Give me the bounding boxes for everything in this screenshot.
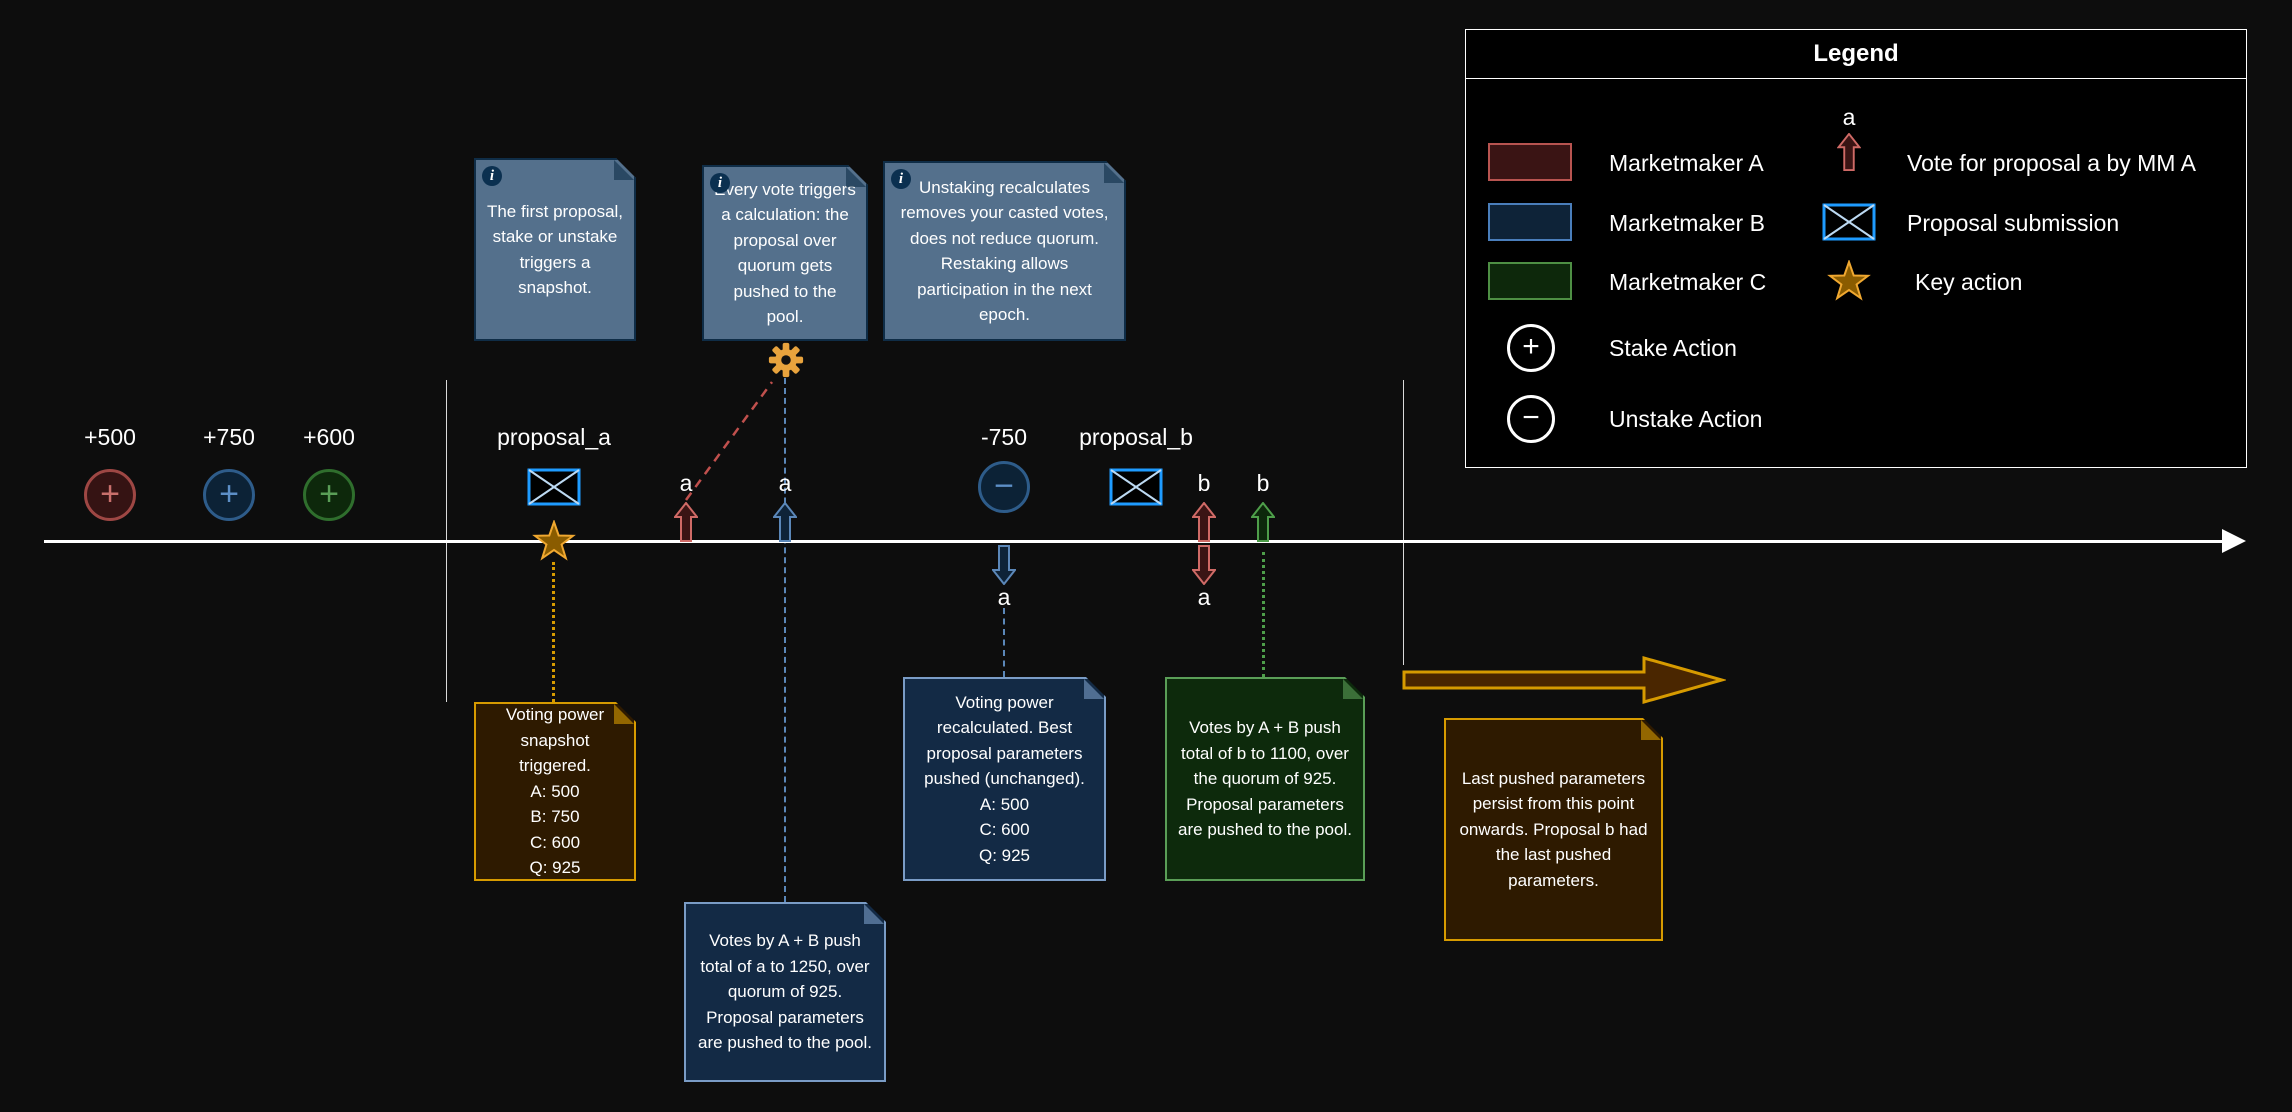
vote-b-by-mm-c-label: b (1256, 470, 1270, 496)
connector-vote-gear-dashed (684, 381, 774, 501)
stake-amount-c-label: +600 (303, 424, 355, 450)
info-icon: i (710, 173, 730, 193)
stake-action-label: Stake Action (1609, 335, 1737, 361)
note-fold (864, 904, 884, 924)
legend-vote-label: Vote for proposal a by MM A (1907, 150, 2196, 176)
legend-vote-letter-label: a (1842, 104, 1856, 130)
plus-symbol: + (100, 475, 120, 513)
connector-snapshot-dotted (552, 562, 555, 702)
marketmaker-a-swatch (1488, 143, 1572, 181)
legend-title: Legend (1466, 30, 2246, 79)
vote-removed-arrow-a-mm-b-icon (992, 545, 1016, 585)
vote-removed-a-mm-a-label: a (1197, 584, 1211, 610)
connector-vote-calc-dashed (784, 378, 786, 902)
stake-amount-a-label: +500 (84, 424, 136, 450)
minus-symbol: − (1522, 401, 1540, 434)
info-note-snapshot: i The first proposal, stake or unstake t… (474, 158, 636, 341)
timeline-arrowhead-icon (2222, 529, 2246, 553)
note-fold (1104, 163, 1124, 183)
note-fold (1084, 679, 1104, 699)
note-text: Votes by A + B push total of a to 1250, … (698, 931, 872, 1053)
proposal-a-label: proposal_a (497, 424, 611, 450)
marketmaker-c-label: Marketmaker C (1609, 269, 1767, 295)
stake-amount-b-label: +750 (203, 424, 255, 450)
note-votes-push-a: Votes by A + B push total of a to 1250, … (684, 902, 886, 1082)
legend-envelope-icon (1822, 203, 1876, 241)
continuation-arrow-icon (1402, 656, 1726, 704)
info-note-vote-calculation: i Every vote triggers a calculation: the… (702, 165, 868, 341)
info-icon: i (891, 169, 911, 189)
vote-removed-arrow-a-mm-a-icon (1192, 545, 1216, 585)
note-fold (1343, 679, 1363, 699)
timeline-axis (44, 540, 2226, 543)
vote-arrow-a-mm-b-icon (773, 502, 797, 542)
plus-symbol: + (1522, 330, 1540, 363)
unstake-amount-label: -750 (980, 424, 1028, 450)
info-note-unstaking: i Unstaking recalculates removes your ca… (883, 161, 1126, 341)
stake-action-mm-b-icon: + (203, 469, 255, 521)
note-text: Voting power recalculated. Best proposal… (924, 692, 1085, 865)
unstake-action-mm-b-icon: − (978, 461, 1030, 513)
unstake-action-label: Unstake Action (1609, 406, 1763, 432)
legend-key-action-label: Key action (1915, 269, 2023, 295)
note-voting-power-recalculated: Voting power recalculated. Best proposal… (903, 677, 1106, 881)
key-action-star-icon (532, 520, 576, 561)
info-icon: i (482, 166, 502, 186)
note-text: Last pushed parameters persist from this… (1459, 768, 1648, 890)
plus-symbol: + (319, 475, 339, 513)
note-voting-power-snapshot: Voting power snapshot triggered. A: 500 … (474, 702, 636, 881)
marketmaker-b-label: Marketmaker B (1609, 210, 1765, 236)
unstake-action-icon: − (1507, 395, 1555, 443)
note-last-pushed-parameters: Last pushed parameters persist from this… (1444, 718, 1663, 941)
note-fold (614, 704, 634, 724)
vote-arrow-a-mm-a-icon (674, 502, 698, 542)
gear-icon (768, 342, 804, 378)
note-text: The first proposal, stake or unstake tri… (486, 201, 624, 297)
note-fold (1641, 720, 1661, 740)
plus-symbol: + (219, 475, 239, 513)
marketmaker-c-swatch (1488, 262, 1572, 300)
stake-action-mm-a-icon: + (84, 469, 136, 521)
marketmaker-a-label: Marketmaker A (1609, 150, 1764, 176)
connector-unstake-dashed (1003, 608, 1005, 677)
proposal-a-envelope-icon (527, 468, 581, 506)
proposal-b-envelope-icon (1109, 468, 1163, 506)
note-text: Every vote triggers a calculation: the p… (714, 179, 856, 326)
minus-symbol: − (994, 467, 1014, 505)
proposal-b-label: proposal_b (1079, 424, 1193, 450)
epoch-divider-line-2 (1403, 380, 1404, 665)
legend-proposal-label: Proposal submission (1907, 210, 2120, 236)
legend-star-icon (1827, 260, 1871, 301)
marketmaker-b-swatch (1488, 203, 1572, 241)
stake-action-icon: + (1507, 324, 1555, 372)
note-text: Voting power snapshot triggered. A: 500 … (505, 705, 605, 878)
vote-a-by-mm-a-label: a (679, 470, 693, 496)
vote-a-by-mm-b-label: a (778, 470, 792, 496)
note-votes-push-b: Votes by A + B push total of b to 1100, … (1165, 677, 1365, 881)
legend-panel: Legend Marketmaker A Marketmaker B Marke… (1465, 29, 2247, 468)
vote-b-by-mm-a-label: b (1197, 470, 1211, 496)
note-fold (614, 160, 634, 180)
legend-vote-arrow-icon (1837, 133, 1861, 171)
stake-action-mm-c-icon: + (303, 469, 355, 521)
vote-arrow-b-mm-c-icon (1251, 502, 1275, 542)
connector-vote-b-dotted (1262, 552, 1265, 677)
vote-removed-a-mm-b-label: a (997, 584, 1011, 610)
note-text: Votes by A + B push total of b to 1100, … (1178, 718, 1352, 840)
vote-arrow-b-mm-a-icon (1192, 502, 1216, 542)
note-fold (846, 167, 866, 187)
note-text: Unstaking recalculates removes your cast… (900, 177, 1109, 324)
